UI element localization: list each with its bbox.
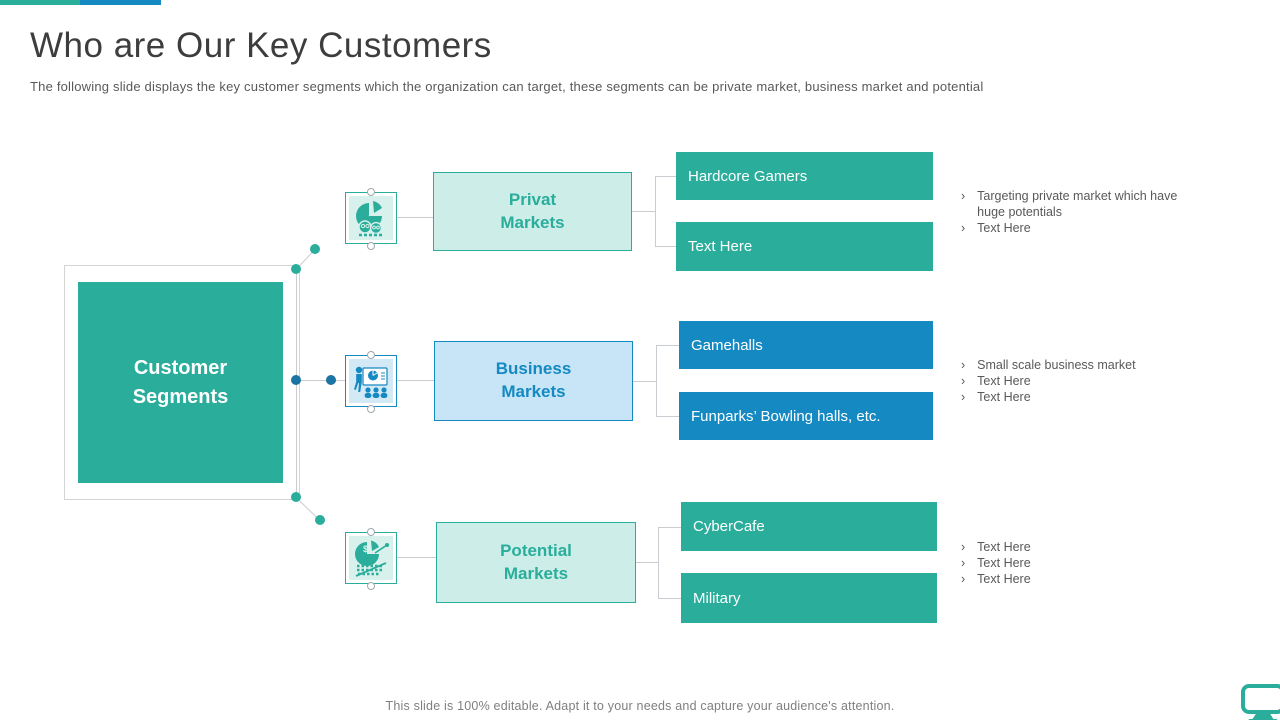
- bullet-text: Text Here: [977, 572, 1031, 586]
- page-title: Who are Our Key Customers: [30, 26, 492, 65]
- connector-line: [397, 217, 433, 218]
- child-box-hardcore-gamers: Hardcore Gamers: [676, 152, 933, 200]
- bullet-list-business: › Small scale business market › Text Her…: [961, 357, 1203, 405]
- connector-line: [632, 211, 655, 212]
- child-box-label: Gamehalls: [691, 336, 763, 354]
- pie-chart-dollar-icon: $: [349, 536, 393, 580]
- svg-text:$: $: [363, 544, 368, 554]
- bullet-text: Text Here: [977, 540, 1031, 554]
- bullet-item: › Text Here: [961, 539, 1203, 555]
- connector-line: [655, 246, 676, 247]
- connector-line: [658, 598, 681, 599]
- child-box-label: Hardcore Gamers: [688, 167, 808, 185]
- connector-line: [397, 380, 434, 381]
- node-dot: [291, 375, 301, 385]
- bullet-text: Targeting private market which have huge…: [977, 189, 1178, 219]
- bullet-text: Text Here: [977, 221, 1031, 235]
- accent-bar-blue: [80, 0, 161, 5]
- market-label-line1: Potential: [500, 540, 572, 560]
- accent-bar-teal: [0, 0, 80, 5]
- footer-note: This slide is 100% editable. Adapt it to…: [385, 699, 895, 713]
- bullet-marker: ›: [961, 572, 966, 586]
- child-box-label: Funparks’ Bowling halls, etc.: [691, 407, 881, 425]
- customer-segments-label-line1: Customer: [133, 356, 228, 379]
- market-label-line1: Business: [495, 359, 572, 379]
- bullet-marker: ›: [961, 556, 966, 570]
- bullet-text: Text Here: [977, 374, 1031, 388]
- bullet-list-potential: › Text Here › Text Here › Text Here: [961, 539, 1203, 587]
- bullet-item: › Text Here: [961, 373, 1203, 389]
- shape-handle: [367, 188, 375, 196]
- child-box-label: CyberCafe: [693, 518, 765, 535]
- page-subtitle: The following slide displays the key cus…: [30, 79, 984, 94]
- bullet-marker: ›: [961, 390, 966, 404]
- child-box-label: Text Here: [688, 238, 753, 255]
- bullet-item: › Small scale business market: [961, 357, 1203, 373]
- node-dot: [310, 244, 320, 254]
- connector-line: [656, 345, 679, 346]
- shape-handle: [367, 351, 375, 359]
- node-dot: [326, 375, 336, 385]
- customer-segments-node: Customer Segments: [78, 282, 283, 483]
- shape-handle: [367, 405, 375, 413]
- connector-line: [658, 527, 681, 528]
- node-dot: [291, 264, 301, 274]
- market-box-business: Business Markets: [434, 341, 633, 421]
- bullet-item: › Text Here: [961, 555, 1203, 571]
- bullet-text: Text Here: [977, 390, 1031, 404]
- bullet-item: › Text Here: [961, 389, 1203, 405]
- shape-handle: [367, 528, 375, 536]
- bullet-list-private: › Targeting private market which have hu…: [961, 188, 1203, 236]
- child-box-gamehalls: Gamehalls: [679, 321, 933, 369]
- shape-handle: [367, 242, 375, 250]
- child-box-funparks: Funparks’ Bowling halls, etc.: [679, 392, 933, 440]
- bullet-text: Small scale business market: [977, 358, 1136, 372]
- bullet-text: Text Here: [977, 556, 1031, 570]
- node-dot: [291, 492, 301, 502]
- bullet-marker: ›: [961, 221, 966, 235]
- bullet-marker: ›: [961, 189, 966, 203]
- bullet-marker: ›: [961, 374, 966, 388]
- potential-market-icon-frame: $: [345, 528, 397, 590]
- presentation-audience-icon: [349, 359, 393, 403]
- child-box-text-here: Text Here: [676, 222, 933, 271]
- bullet-item: › Text Here: [961, 571, 1203, 587]
- private-market-icon-frame: [345, 188, 397, 250]
- shape-handle: [367, 582, 375, 590]
- connector-line: [656, 345, 657, 416]
- bullet-marker: ›: [961, 358, 966, 372]
- market-label-line2: Markets: [501, 382, 566, 401]
- customer-segments-label-line2: Segments: [132, 385, 229, 408]
- monitor-icon: [1241, 684, 1280, 720]
- market-label-line1: Privat: [508, 189, 557, 209]
- market-label-line2: Markets: [503, 563, 569, 583]
- connector-middle: [296, 380, 345, 381]
- child-box-military: Military: [681, 573, 937, 623]
- business-market-icon-frame: [345, 351, 397, 413]
- market-box-potential: Potential Markets: [436, 522, 636, 603]
- connector-line: [656, 416, 679, 417]
- child-box-cybercafe: CyberCafe: [681, 502, 937, 551]
- connector-line: [658, 527, 659, 598]
- connector-line: [655, 176, 676, 177]
- connector-line: [397, 557, 436, 558]
- bullet-item: › Text Here: [961, 220, 1203, 236]
- child-box-label: Military: [693, 589, 741, 607]
- pie-chart-people-icon: [349, 196, 393, 240]
- market-label-line2: Markets: [500, 212, 565, 232]
- connector-line: [633, 381, 656, 382]
- bullet-item: › Targeting private market which have hu…: [961, 188, 1203, 220]
- market-box-private: Privat Markets: [433, 172, 632, 251]
- bullet-marker: ›: [961, 540, 966, 554]
- connector-line: [655, 176, 656, 247]
- connector-line: [636, 562, 658, 563]
- node-dot: [315, 515, 325, 525]
